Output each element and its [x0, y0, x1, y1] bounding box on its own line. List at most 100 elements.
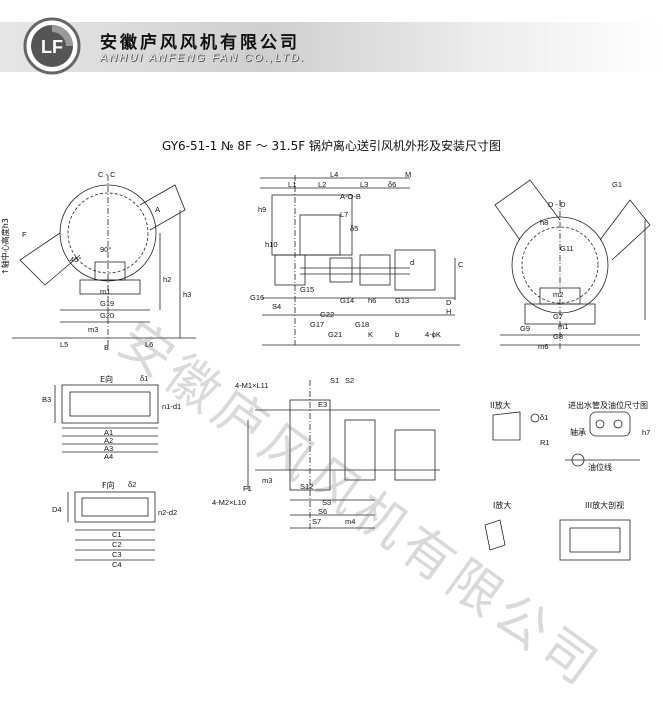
dim-n1-d1: n1-d1 — [162, 402, 182, 411]
dim-m2: m2 — [553, 290, 564, 299]
dim-m1: m1 — [100, 287, 111, 296]
dim-g22: S4 — [272, 302, 282, 311]
view-dd — [494, 179, 651, 350]
shaft-height-note: ↑轴中心高度h3 — [1, 218, 10, 275]
dim-g16: G17 — [310, 320, 325, 329]
dim-delta1-detail: δ1 — [540, 413, 549, 422]
dim-h9: h9 — [258, 205, 267, 214]
dim-f: F — [22, 230, 27, 239]
dim-m: M — [405, 170, 412, 179]
detail-i-label: I放大 — [493, 501, 512, 510]
dim-g15: G16 — [250, 293, 265, 302]
dim-n2-d2: n2-d2 — [158, 508, 178, 517]
dim-4-m2-l10: 4-M2×L10 — [212, 498, 246, 507]
dim-h3: h3 — [183, 290, 192, 299]
dim-c3: C3 — [112, 550, 122, 559]
dim-l2: L2 — [318, 180, 327, 189]
company-name-cn: 安徽庐风风机有限公司 — [100, 33, 300, 53]
dim-c4: C4 — [112, 560, 122, 569]
dim-l1: L1 — [288, 180, 297, 189]
dim-d-small: D — [446, 298, 452, 307]
dim-h10: h10 — [265, 240, 278, 249]
dim-90deg: 90° — [100, 245, 112, 254]
view-aob — [260, 175, 460, 346]
dim-k: b — [395, 330, 400, 339]
dim-45deg: 45° — [70, 255, 82, 264]
dim-s10: S12 — [300, 482, 314, 491]
dim-m3: m3 — [88, 325, 99, 334]
dim-l5: L5 — [60, 340, 69, 349]
header-band — [0, 22, 663, 72]
dim-b-lower: 4-ϕK — [425, 330, 441, 339]
dim-g1: G1 — [612, 180, 623, 189]
dim-c2: C2 — [112, 540, 122, 549]
dim-g11-dd: G11 — [560, 244, 574, 253]
detail-ii-label: II放大 — [490, 401, 511, 410]
view-base — [247, 380, 440, 530]
dim-d4: D4 — [52, 505, 62, 514]
dim-delta2: δ2 — [128, 480, 137, 489]
dim-g20: G20 — [100, 311, 115, 320]
view-label-e: E向 — [100, 375, 114, 384]
dim-g19: G19 — [100, 299, 115, 308]
view-label-cc: C - C — [98, 170, 116, 179]
dim-s6: S6 — [318, 507, 328, 516]
dim-e3: E3 — [318, 400, 328, 409]
dim-s11: m3 — [262, 476, 273, 485]
dim-c: L7 — [340, 210, 349, 219]
dim-a4: A4 — [104, 452, 114, 461]
logo-text: LF — [41, 37, 63, 57]
dim-f1: F1 — [243, 484, 252, 493]
dim-a3: A3 — [104, 444, 114, 453]
dim-b: B — [104, 343, 110, 352]
dim-s3: S3 — [322, 498, 332, 507]
view-label-aob: A-O-B — [340, 192, 361, 201]
dim-m6: m6 — [538, 342, 549, 351]
drawing-title: GY6-51-1 № 8F ～ 31.5F 锅炉离心送引风机外形及安装尺寸图 — [162, 139, 501, 153]
dim-g18: G21 — [328, 330, 343, 339]
dim-g9: G9 — [520, 324, 531, 333]
dim-h7-cooling: h7 — [642, 428, 651, 437]
dim-g7: G7 — [553, 312, 564, 321]
dim-d-large: H — [446, 307, 452, 316]
view-label-f: F向 — [102, 481, 115, 490]
dim-g21: G22 — [320, 310, 335, 319]
dim-a-dd: h8 — [540, 218, 549, 227]
oil-line-note: 油位线 — [588, 463, 612, 472]
dim-l6: L6 — [145, 340, 154, 349]
dim-a: A — [155, 205, 161, 214]
dim-g12: G13 — [395, 296, 410, 305]
header: LF 安徽庐风风机有限公司 ANHUI ANFENG FAN CO.,LTD. — [0, 0, 663, 82]
dim-g8: G8 — [553, 332, 564, 341]
dim-m1-dd: m1 — [558, 322, 569, 331]
dim-g17: G18 — [355, 320, 370, 329]
dim-s1: S1 — [330, 376, 340, 385]
view-e — [54, 384, 159, 453]
dim-delta6: δ6 — [388, 180, 397, 189]
view-label-dd: D - D — [548, 200, 566, 209]
bearing-note: 轴承 — [570, 428, 586, 437]
view-f — [67, 491, 156, 561]
company-name-en: ANHUI ANFENG FAN CO.,LTD. — [100, 52, 306, 64]
dim-delta5: δ5 — [350, 224, 359, 233]
dim-g13: G14 — [340, 296, 355, 305]
dim-a2: A2 — [104, 436, 114, 445]
dim-l4: L4 — [330, 170, 339, 179]
dim-s4: K — [368, 330, 374, 339]
dim-g14: G15 — [300, 285, 315, 294]
dim-s12: m4 — [345, 517, 356, 526]
dim-h2: h2 — [163, 275, 172, 284]
technical-drawing — [12, 175, 651, 561]
dim-l7: h6 — [368, 296, 377, 305]
view-cc — [12, 175, 196, 350]
dim-h: C — [458, 260, 464, 269]
dim-4-phik: d — [410, 258, 415, 267]
dim-l3: L3 — [360, 180, 369, 189]
dim-4-m1-l11: 4-M1×L11 — [235, 381, 269, 390]
dim-s2: S2 — [345, 376, 355, 385]
dim-c1: C1 — [112, 530, 122, 539]
company-logo: LF — [23, 17, 81, 75]
dim-r1: R1 — [540, 438, 550, 447]
dim-s7: S7 — [312, 517, 322, 526]
dim-delta1: δ1 — [140, 374, 149, 383]
